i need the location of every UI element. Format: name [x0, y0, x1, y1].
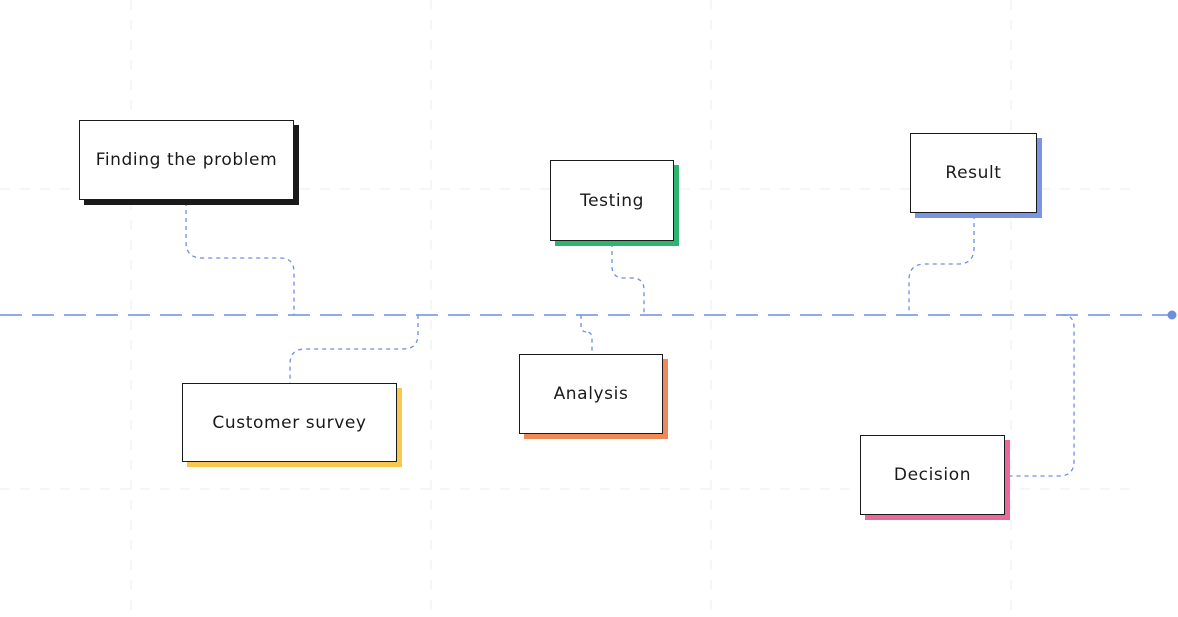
- background-grid: [0, 0, 1140, 617]
- node-label: Analysis: [553, 384, 629, 404]
- node-analysis[interactable]: Analysis: [519, 354, 663, 434]
- connector-decision: [1006, 314, 1075, 477]
- connector-testing: [611, 243, 645, 315]
- node-finding-the-problem[interactable]: Finding the problem: [79, 120, 294, 200]
- node-customer-survey[interactable]: Customer survey: [182, 383, 397, 462]
- timeline-end-dot: [1167, 310, 1177, 320]
- node-result[interactable]: Result: [910, 133, 1037, 213]
- connector-finding: [185, 202, 295, 315]
- connector-result: [908, 215, 975, 315]
- connector-analysis: [580, 315, 593, 354]
- node-decision[interactable]: Decision: [860, 435, 1005, 515]
- connector-survey: [289, 315, 419, 384]
- node-label: Customer survey: [212, 412, 367, 433]
- node-testing[interactable]: Testing: [550, 160, 674, 241]
- node-label: Decision: [893, 465, 972, 485]
- node-label: Testing: [580, 190, 644, 211]
- node-label: Finding the problem: [95, 150, 278, 170]
- node-label: Result: [945, 163, 1002, 183]
